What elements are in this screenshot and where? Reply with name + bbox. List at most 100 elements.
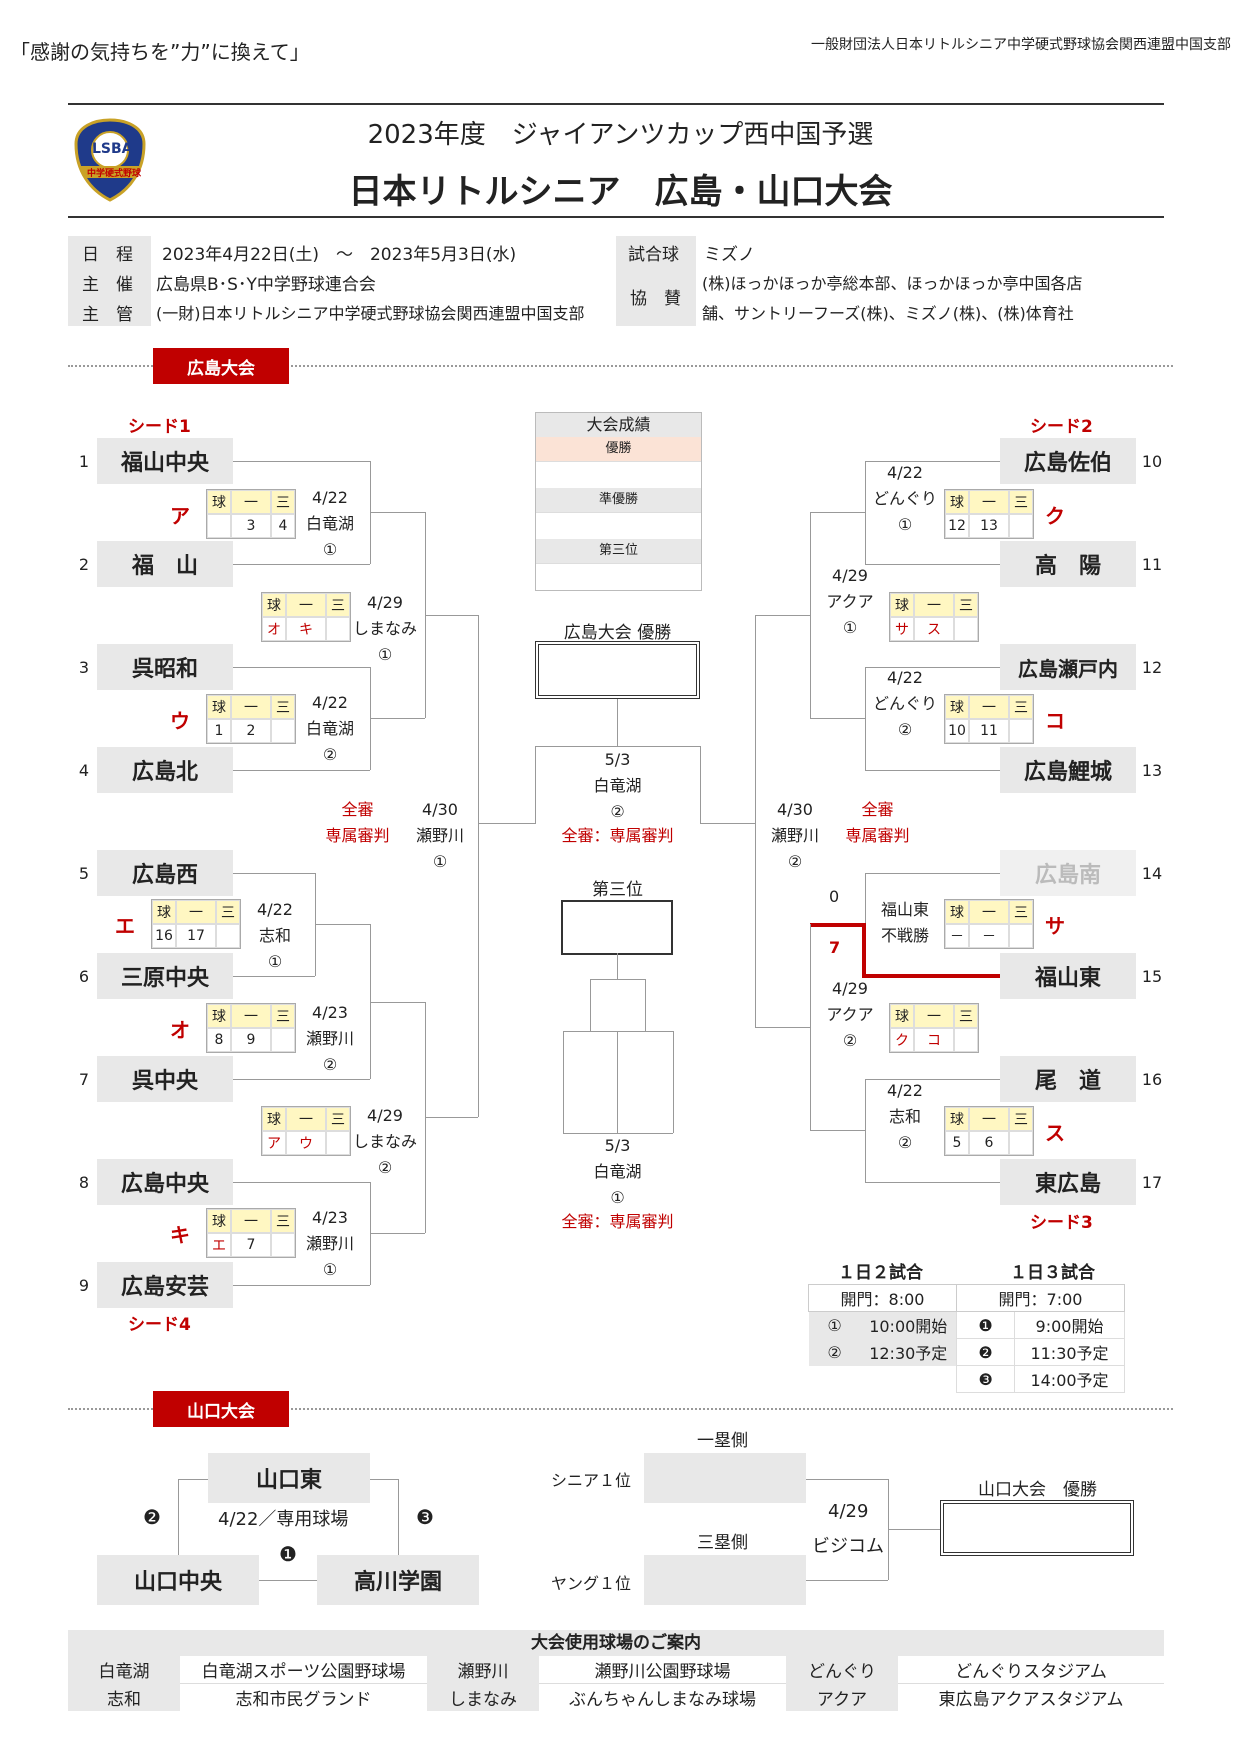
league-mark-right: ❸ xyxy=(416,1505,434,1529)
info-value-host: 広島県B･S･Y中学野球連合会 xyxy=(156,275,376,295)
scoreboard-r2a: 球一三 サス xyxy=(889,592,979,642)
champion-box xyxy=(535,641,700,699)
info-label-host: 主 催 xyxy=(82,275,133,295)
team-number: 9 xyxy=(78,1276,90,1295)
team-higashi-hiroshima: 東広島 xyxy=(1000,1159,1136,1205)
team-takagawa-gakuen: 高川学園 xyxy=(317,1555,479,1605)
schedule-three-title: １日３試合 xyxy=(1010,1263,1095,1283)
champion-label: 広島大会 優勝 xyxy=(563,623,672,643)
semi-right-slot: ② xyxy=(787,852,803,871)
seed-4: シード4 xyxy=(128,1315,191,1335)
league-mark-bottom: ❶ xyxy=(279,1542,297,1566)
final-slot: ② xyxy=(610,802,625,821)
third-date: 5/3 xyxy=(604,1136,631,1155)
venue-code: 瀬野川 xyxy=(427,1656,539,1684)
results-first-label: 優勝 xyxy=(536,437,701,461)
scoreboard-l2b: 球一三 アウ xyxy=(261,1106,351,1156)
venue-name: 東広島アクアスタジアム xyxy=(938,1690,1124,1710)
slot-young xyxy=(644,1555,806,1605)
game-date-ku: 4/22 xyxy=(887,463,923,482)
schedule-two-title: １日２試合 xyxy=(838,1263,923,1283)
lsba-logo: LSBA 中学硬式野球 xyxy=(70,116,150,202)
game-venue-r2b: アクア xyxy=(826,1005,874,1024)
logo-text: LSBA xyxy=(92,141,133,157)
semi-left-note1: 全審 xyxy=(341,800,374,819)
team-number: 3 xyxy=(78,658,90,677)
side-third-base: 三塁側 xyxy=(697,1533,748,1553)
venue-code: アクア xyxy=(786,1683,898,1711)
results-title: 大会成績 xyxy=(536,413,701,437)
team-number: 2 xyxy=(78,555,90,574)
game-slot-a: ① xyxy=(322,540,338,559)
bye-note: 不戦勝 xyxy=(880,926,929,945)
team-number: 8 xyxy=(78,1173,90,1192)
seed-2: シード2 xyxy=(1030,417,1093,437)
schedule-time: 12:30予定 xyxy=(860,1338,957,1366)
game-kana-e: エ xyxy=(115,914,135,938)
final-date: 5/3 xyxy=(604,750,631,769)
info-label-schedule: 日 程 xyxy=(82,245,133,265)
game-slot-ko: ② xyxy=(897,720,913,739)
yamaguchi-champion-box xyxy=(940,1500,1134,1556)
game-date-l2a: 4/29 xyxy=(367,593,403,612)
bye-score-top: 0 xyxy=(829,887,840,906)
schedule-time: 9:00開始 xyxy=(1014,1311,1125,1339)
team-number: 1 xyxy=(78,452,90,471)
team-yamaguchi-higashi: 山口東 xyxy=(208,1453,370,1503)
game-venue-ku: どんぐり xyxy=(872,489,937,508)
schedule-time: 10:00開始 xyxy=(860,1311,957,1339)
team-fukuyama: 福 山 xyxy=(97,541,233,587)
game-kana-o: オ xyxy=(170,1018,190,1042)
team-number: 5 xyxy=(78,864,90,883)
venue-code: どんぐり xyxy=(786,1656,898,1684)
game-slot-o: ② xyxy=(322,1055,338,1074)
side-first-base: 一塁側 xyxy=(697,1431,748,1451)
team-hiroshima-minami: 広島南 xyxy=(1000,850,1136,896)
team-hiroshima-saeki: 広島佐伯 xyxy=(1000,438,1136,484)
seed-3: シード3 xyxy=(1030,1213,1093,1233)
final-venue: 白竜湖 xyxy=(593,776,642,795)
game-venue-ko: どんぐり xyxy=(872,694,937,713)
team-hiroshima-kita: 広島北 xyxy=(97,747,233,793)
game-date-ko: 4/22 xyxy=(887,668,923,687)
scoreboard-sa: 球一三 －－ xyxy=(944,899,1034,949)
team-number: 16 xyxy=(1141,1070,1163,1089)
bye-score-bottom: 7 xyxy=(829,938,841,957)
semi-right-note1: 全審 xyxy=(861,800,894,819)
game-kana-su: ス xyxy=(1045,1121,1065,1145)
game-venue-r2a: アクア xyxy=(826,592,874,611)
schedule-mark: ❸ xyxy=(956,1365,1015,1393)
game-date-l2b: 4/29 xyxy=(367,1106,403,1125)
venues-title: 大会使用球場のご案内 xyxy=(68,1630,1164,1656)
third-slot: ① xyxy=(610,1188,625,1207)
third-label: 第三位 xyxy=(592,880,643,900)
team-number: 17 xyxy=(1141,1173,1163,1192)
organizer-name: 一般財団法人日本リトルシニア中学硬式野球協会関西連盟中国支部 xyxy=(811,37,1231,53)
sponsor-line2: 舗、サントリーフーズ(株)、ミズノ(株)、(株)体育社 xyxy=(702,304,1074,323)
schedule-mark: ❶ xyxy=(956,1311,1015,1339)
schedule-three-open: 開門：7:00 xyxy=(956,1284,1125,1312)
seed-senior: シニア１位 xyxy=(551,1471,632,1490)
venues-table: 大会使用球場のご案内 白竜湖 白竜湖スポーツ公園野球場 瀬野川 瀬野川公園野球場… xyxy=(68,1630,1164,1711)
team-number: 13 xyxy=(1141,761,1163,780)
slot-senior xyxy=(644,1453,806,1503)
final-umpire-note: 全審：専属審判 xyxy=(561,826,674,845)
venue-code: 志和 xyxy=(68,1683,180,1711)
title-main: 日本リトルシニア 広島・山口大会 xyxy=(348,172,893,212)
third-box xyxy=(561,900,673,955)
game-date-o: 4/23 xyxy=(312,1003,348,1022)
league-note: 4/22／専用球場 xyxy=(218,1509,349,1530)
team-fukuyama-chuo: 福山中央 xyxy=(97,438,233,484)
game-venue-l2b: しまなみ xyxy=(352,1132,417,1151)
team-number: 7 xyxy=(78,1070,90,1089)
game-date-r2a: 4/29 xyxy=(832,566,868,585)
results-second-label: 準優勝 xyxy=(536,488,701,512)
game-venue-o: 瀬野川 xyxy=(305,1029,354,1048)
game-kana-ku: ク xyxy=(1045,504,1065,528)
team-number: 6 xyxy=(78,967,90,986)
game-slot-r2a: ① xyxy=(842,618,858,637)
